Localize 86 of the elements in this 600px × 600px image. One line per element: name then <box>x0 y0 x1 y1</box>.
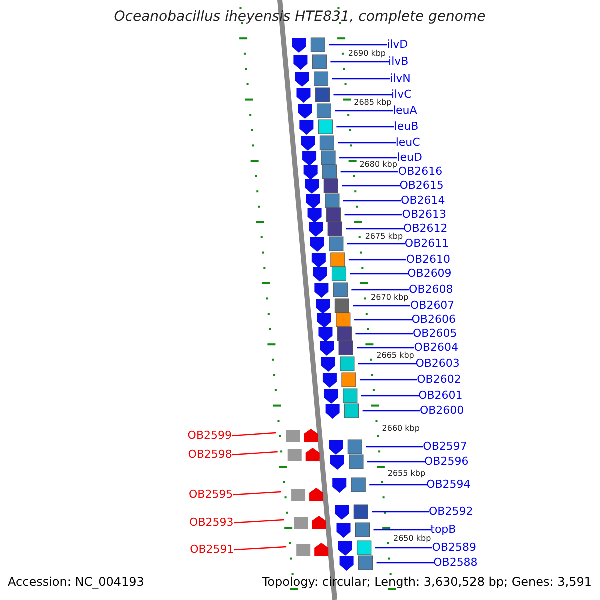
scale-label: 2675 kbp <box>365 232 404 240</box>
gene-label: OB2609 <box>408 268 452 280</box>
gene-label: OB2594 <box>426 479 471 491</box>
gene-label: OB2592 <box>429 506 474 518</box>
gene-label: OB2615 <box>400 180 444 192</box>
gene-label: OB2604 <box>414 342 458 354</box>
leader-line <box>366 446 423 448</box>
leader-line <box>340 171 398 173</box>
leader-line <box>372 511 429 513</box>
leader-line <box>338 142 396 144</box>
gene-label: OB2614 <box>401 195 446 207</box>
leader-line <box>360 379 417 381</box>
gene-label: ilvN <box>390 73 411 85</box>
leader-line <box>350 273 408 275</box>
leader-line <box>329 44 387 46</box>
leader-line <box>344 200 401 202</box>
title: Oceanobacillus iheyensis HTE831, complete genome <box>113 11 487 23</box>
leader-line <box>370 484 427 486</box>
gene-label: leuD <box>397 152 422 164</box>
gene-label: ilvB <box>388 56 409 68</box>
scale-label: 2685 kbp <box>354 99 392 107</box>
gene-label: OB2601 <box>418 390 463 402</box>
gene-label: OB2606 <box>412 314 456 326</box>
gene-label: OB2603 <box>416 358 460 370</box>
leader-line <box>361 395 419 397</box>
leader-line <box>346 228 404 230</box>
scale-label: 2655 kbp <box>388 470 426 478</box>
gene-label: OB2600 <box>420 405 464 417</box>
gene-label: OB2596 <box>424 456 469 468</box>
gene-label: OB2593 <box>190 517 234 529</box>
leader-line <box>375 547 432 549</box>
gene-label: leuA <box>392 105 418 117</box>
gene-label: OB2595 <box>188 489 234 501</box>
leader-line <box>347 243 405 245</box>
leader-line <box>368 461 425 463</box>
scale-label: 2660 kbp <box>382 425 420 433</box>
leader-line <box>232 432 276 437</box>
leader-line <box>353 305 410 307</box>
leader-line <box>358 363 416 365</box>
gene-label: OB2611 <box>404 238 450 250</box>
gene-label: OB2597 <box>423 441 468 453</box>
leader-line <box>335 110 393 112</box>
gene-label: ilvC <box>392 89 412 101</box>
footer-text: Accession: NC_004193 <box>8 576 144 588</box>
gene-label: leuB <box>394 121 419 133</box>
gene-label: OB2598 <box>188 449 232 461</box>
leader-line <box>232 491 282 496</box>
leader-line <box>332 78 390 80</box>
leader-line <box>336 126 394 128</box>
leader-line <box>374 529 431 531</box>
gene-label: OB2591 <box>190 544 234 556</box>
scale-label: 2650 kbp <box>393 535 432 543</box>
leader-line <box>232 451 278 456</box>
gene-label: OB2599 <box>188 430 232 442</box>
leader-line <box>352 289 409 291</box>
gene-label: OB2607 <box>410 300 455 312</box>
gene-label: OB2602 <box>417 374 462 386</box>
leader-line <box>342 185 400 187</box>
gene-label: leuC <box>396 137 420 149</box>
leader-line <box>234 546 287 551</box>
leader-line <box>354 319 412 321</box>
gene-label: topB <box>430 524 456 536</box>
gene-label: ilvD <box>387 39 408 51</box>
scale-label: 2690 kbp <box>348 50 386 58</box>
leader-line <box>340 157 397 159</box>
leader-line <box>357 347 414 349</box>
gene-label: OB2616 <box>398 166 443 178</box>
gene-label: OB2605 <box>413 328 458 340</box>
leader-line <box>344 214 402 216</box>
leader-line <box>362 410 420 412</box>
scale-label: 2670 kbp <box>371 294 409 302</box>
leader-line <box>234 519 284 524</box>
gene-label: OB2588 <box>434 557 478 569</box>
leader-line <box>356 333 413 335</box>
gene-label: OB2612 <box>404 223 448 235</box>
gene-label: OB2613 <box>402 209 446 221</box>
scale-label: 2680 kbp <box>360 161 398 169</box>
gene-label: OB2589 <box>432 542 476 554</box>
gene-label: OB2608 <box>409 284 454 296</box>
footer-text: Topology: circular; Length: 3,630,528 bp; Genes: 3,591 <box>262 576 592 588</box>
leader-line <box>348 259 406 261</box>
leader-line <box>330 61 389 63</box>
gene-label: OB2610 <box>406 254 451 266</box>
scale-label: 2665 kbp <box>376 352 414 360</box>
leader-line <box>334 94 392 96</box>
leader-line <box>376 562 434 564</box>
